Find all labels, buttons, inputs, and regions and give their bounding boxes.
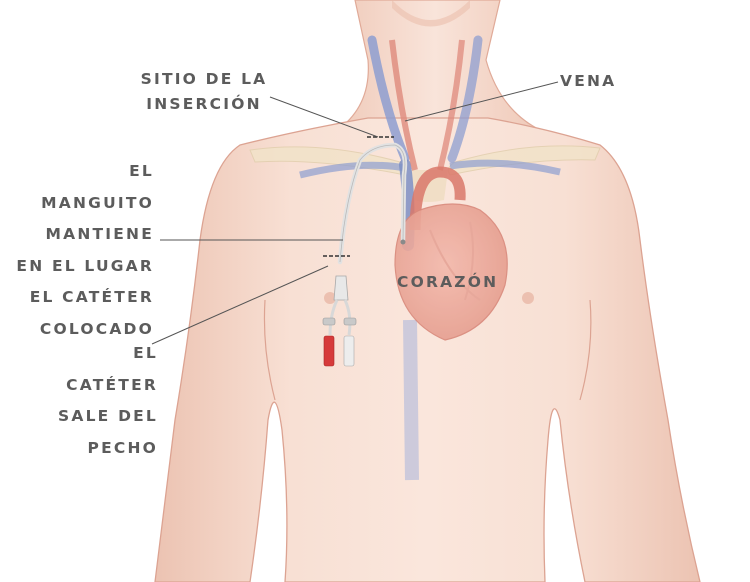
label-heart-line-1: CORAZÓN xyxy=(397,270,498,295)
label-exit-line-3: SALE DEL xyxy=(58,401,158,433)
label-cuff-line-5: EL CATÉTER xyxy=(16,282,154,314)
label-cuff-line-1: EL xyxy=(16,156,154,188)
red-cap xyxy=(324,336,334,366)
label-exit-line-1: EL xyxy=(58,338,158,370)
label-vein: VENA xyxy=(560,69,616,94)
label-insertion-site-line-1: SITIO DE LA xyxy=(124,67,284,92)
label-insertion-site-line-2: INSERCIÓN xyxy=(124,92,284,117)
clamp-left xyxy=(323,318,335,325)
label-cuff-line-4: EN EL LUGAR xyxy=(16,251,154,283)
label-insertion-site: SITIO DE LA INSERCIÓN xyxy=(124,67,284,117)
white-cap xyxy=(344,336,354,366)
label-exit-line-4: PECHO xyxy=(58,433,158,465)
label-cuff-line-3: MANTIENE xyxy=(16,219,154,251)
right-nipple xyxy=(522,292,534,304)
label-heart: CORAZÓN xyxy=(397,270,498,295)
label-exit-line-2: CATÉTER xyxy=(58,370,158,402)
catheter-tip xyxy=(401,240,406,245)
label-cuff-line-2: MANGUITO xyxy=(16,188,154,220)
label-cuff: EL MANGUITO MANTIENE EN EL LUGAR EL CATÉ… xyxy=(16,156,154,345)
catheter-hub xyxy=(334,276,348,300)
inferior-vena-cava xyxy=(410,320,412,480)
label-vein-line-1: VENA xyxy=(560,69,616,94)
label-exit: EL CATÉTER SALE DEL PECHO xyxy=(58,338,158,464)
clamp-right xyxy=(344,318,356,325)
